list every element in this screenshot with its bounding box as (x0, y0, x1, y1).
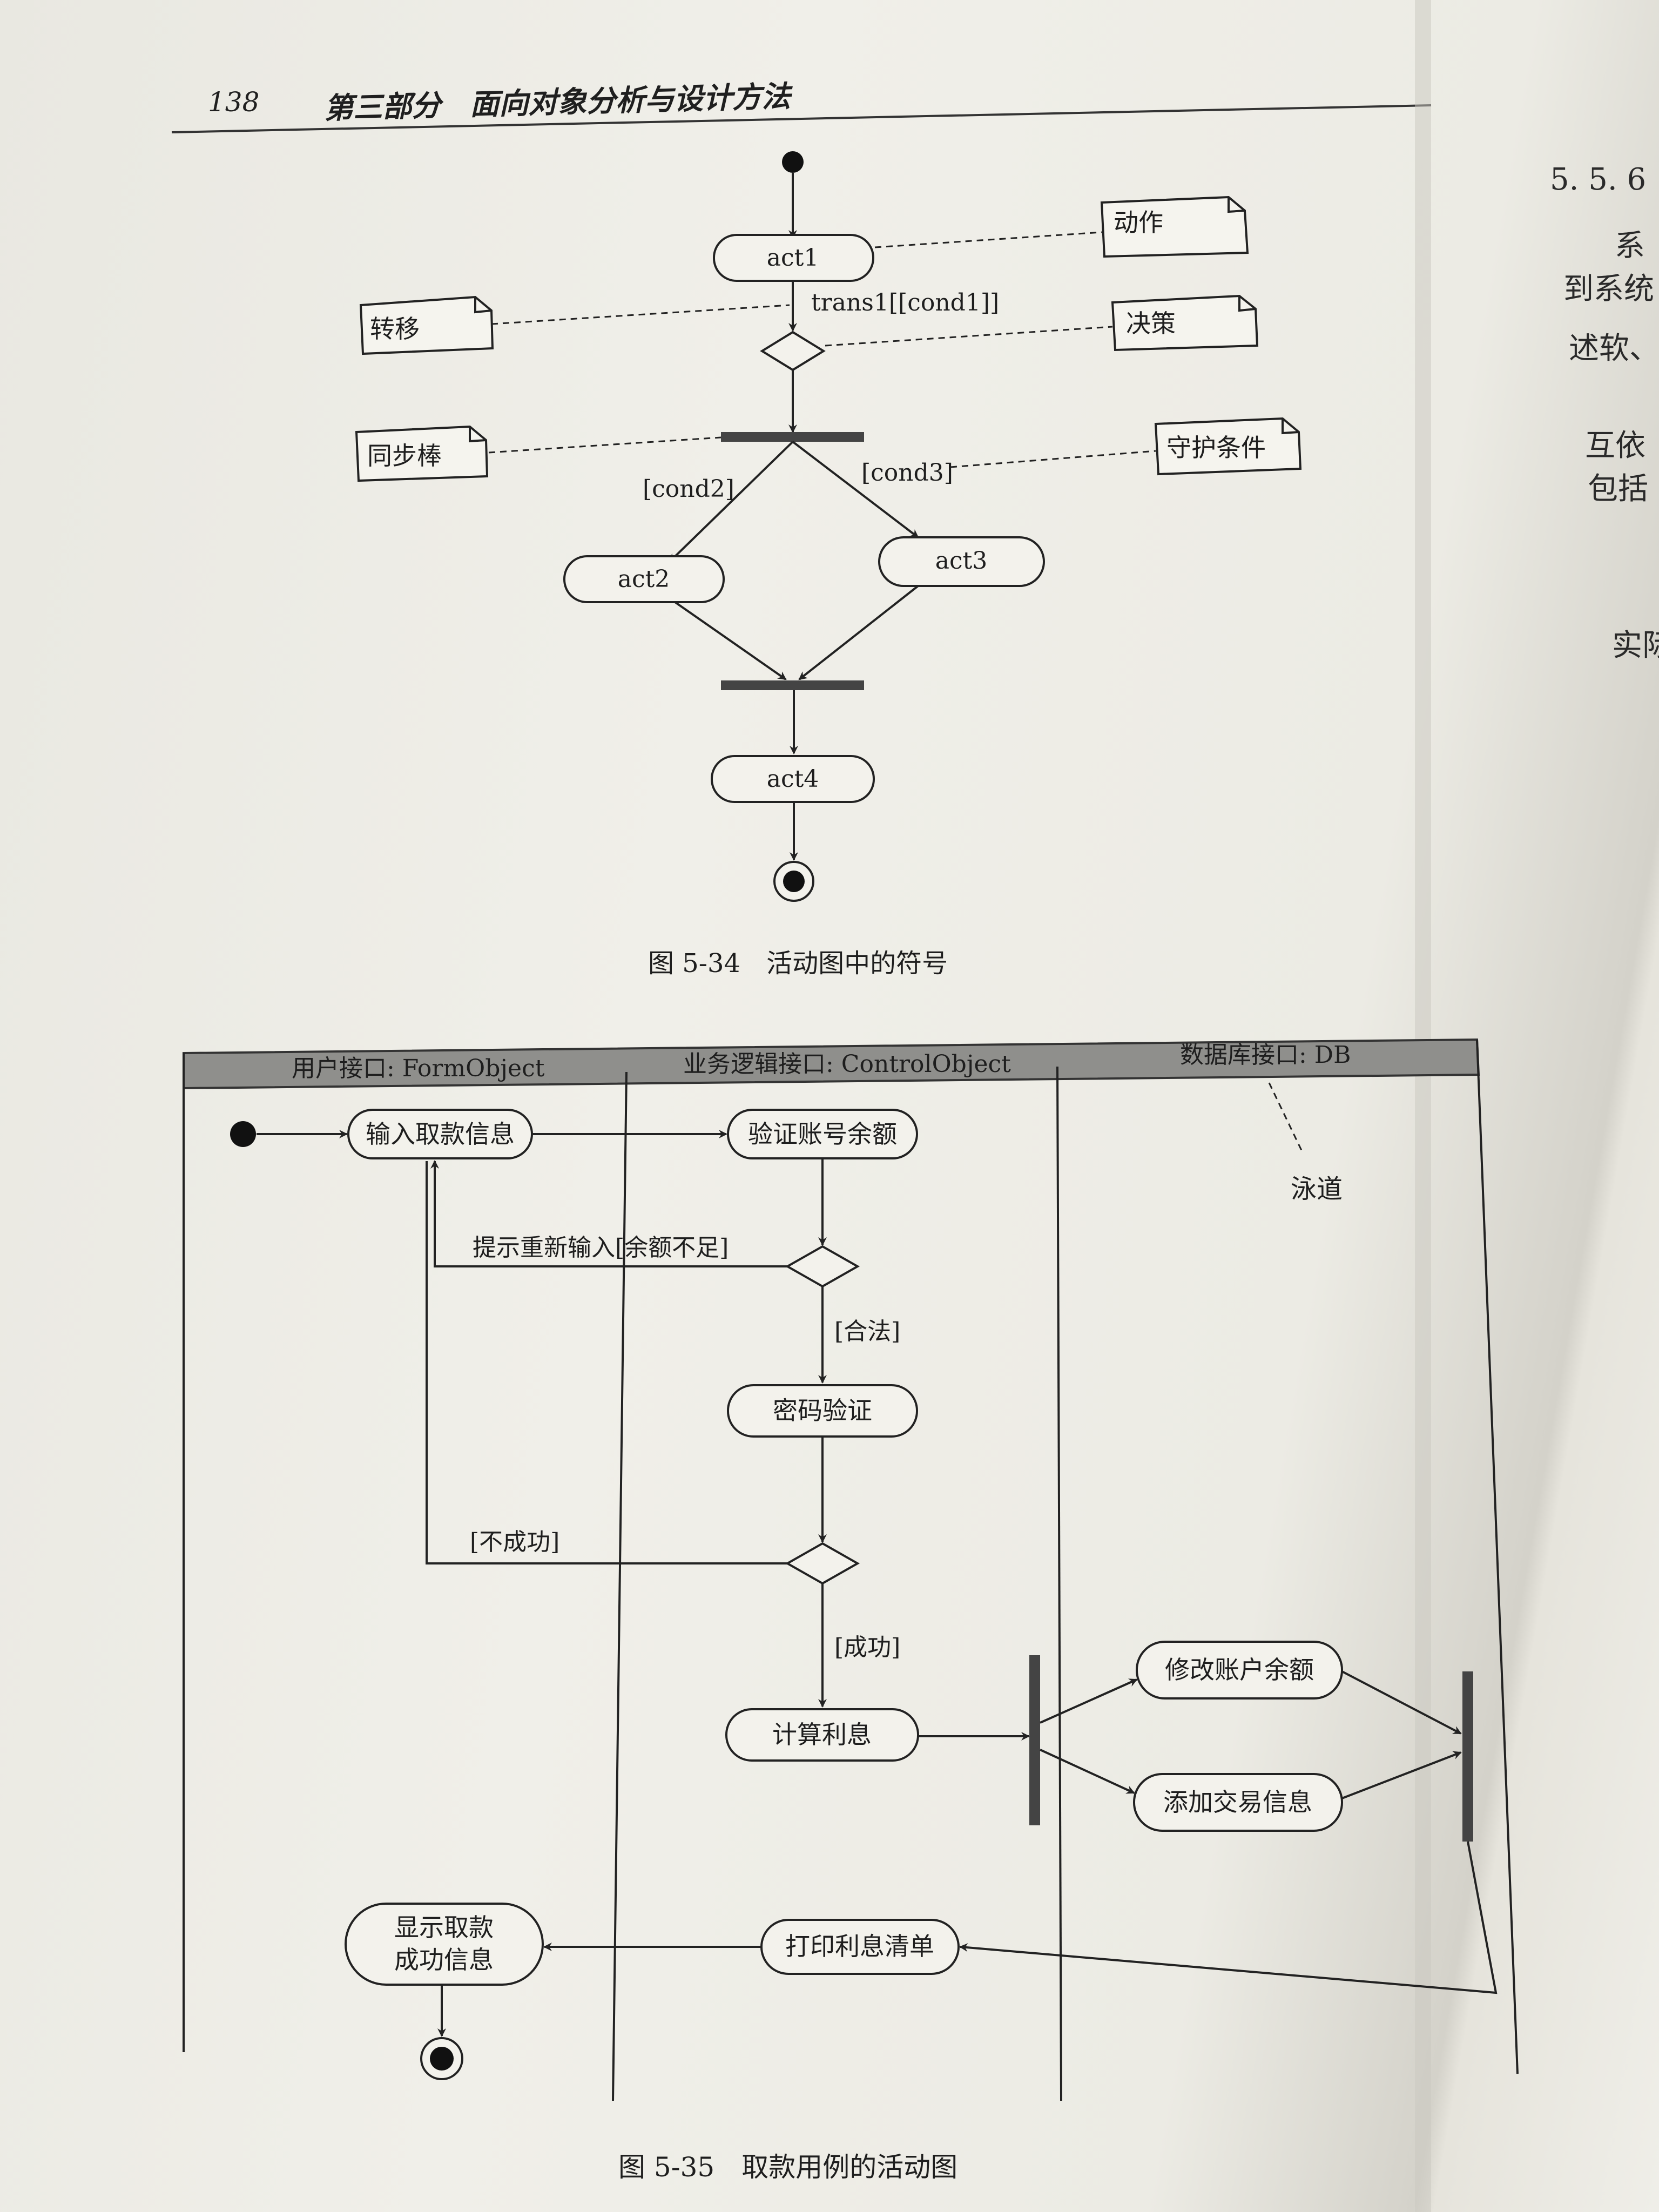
decision-diamond (760, 331, 826, 372)
label-show-success-line1: 显示取款 (394, 1913, 494, 1942)
note-transition-label: 转移 (370, 314, 420, 343)
edge-insufficient-loop (430, 1160, 787, 1267)
leader-action (874, 231, 1102, 248)
right-page-line-6: 实际 (1612, 628, 1659, 663)
leader-guard (950, 450, 1156, 468)
figure-5-34 (355, 151, 1302, 902)
leader-decision (825, 326, 1113, 347)
guard-cond2: [cond2] (643, 475, 734, 503)
note-sync-bar-box (355, 425, 489, 482)
label-show-success-line2: 成功信息 (394, 1945, 494, 1974)
label-password-verify: 密码验证 (773, 1396, 872, 1425)
label-input-info: 输入取款信息 (366, 1120, 515, 1149)
label-add-transaction: 添加交易信息 (1163, 1788, 1312, 1817)
right-page-line-3: 述软、 (1569, 331, 1659, 366)
guard-success: [成功] (834, 1634, 900, 1661)
guard-cond3: [cond3] (861, 459, 953, 487)
label-act1: act1 (767, 244, 819, 272)
activity-act3 (878, 536, 1045, 587)
decision-password (785, 1542, 860, 1585)
note-transition-box (359, 295, 494, 355)
join-bar-2 (1462, 1671, 1473, 1842)
activity-act2 (563, 555, 725, 603)
edge-join-print (959, 1841, 1498, 1994)
edge-act3-join (798, 585, 919, 680)
header-rule (171, 104, 1432, 133)
note-sync-bar-label: 同步棒 (367, 441, 442, 470)
fork-bar-2 (1029, 1655, 1040, 1825)
label-act3: act3 (935, 547, 988, 575)
edge-fork-add (1040, 1749, 1135, 1794)
label-modify-balance: 修改账户余额 (1165, 1655, 1314, 1684)
leader-transition (491, 304, 790, 325)
note-sync-bar-fold (469, 427, 487, 443)
leader-sync-bar (488, 436, 721, 454)
caption-figure-5-34: 图 5-34 活动图中的符号 (648, 948, 948, 979)
note-action-fold (1228, 197, 1245, 213)
swimlane-user-interface: 用户接口: FormObject (292, 1055, 545, 1082)
book-spine-shadow (1415, 0, 1431, 2212)
right-page-section-number: 5. 5. 6 (1550, 162, 1647, 197)
edge-act2-join (674, 601, 787, 680)
frame-right (1476, 1039, 1519, 2074)
start-node (230, 1121, 256, 1147)
leader-swimlane (1268, 1082, 1303, 1151)
note-guard-label: 守护条件 (1166, 433, 1266, 462)
activity-show-success (345, 1903, 544, 1986)
note-guard-fold (1282, 419, 1299, 435)
right-page-line-4: 互依 (1585, 428, 1645, 463)
figure-5-35 (183, 1038, 1519, 2101)
join-bar (721, 680, 864, 690)
swimlane-business-logic: 业务逻辑接口: ControlObject (683, 1050, 1011, 1078)
activity-calc-interest (725, 1708, 919, 1762)
swimlane-database: 数据库接口: DB (1180, 1041, 1351, 1069)
label-act4: act4 (767, 765, 819, 793)
activity-modify-balance (1136, 1641, 1343, 1700)
note-guard-box (1154, 417, 1302, 476)
fork-bar (721, 432, 864, 442)
label-act2: act2 (618, 565, 670, 593)
edge-add-join (1341, 1751, 1462, 1799)
edge-modify-join (1341, 1670, 1462, 1735)
final-node-2-inner (430, 2047, 454, 2071)
guard-fail: [不成功] (470, 1528, 559, 1556)
final-node-inner (783, 871, 805, 892)
edge-fork-act2 (669, 441, 794, 563)
caption-figure-5-35: 图 5-35 取款用例的活动图 (618, 2152, 957, 2183)
edge-fail-loop (426, 1161, 787, 1564)
activity-add-transaction (1133, 1773, 1343, 1832)
label-verify-balance: 验证账号余额 (748, 1120, 897, 1149)
guard-trans1: trans1[[cond1]] (811, 289, 999, 316)
right-page-line-1: 系 (1615, 228, 1645, 264)
edge-fork-act3 (792, 441, 919, 538)
note-action-label: 动作 (1114, 208, 1163, 237)
guard-legal: [合法] (834, 1318, 900, 1345)
lane-separator-2 (1056, 1066, 1062, 2101)
label-print-list: 打印利息清单 (785, 1932, 934, 1961)
edge-fork-modify (1040, 1678, 1138, 1724)
lane-separator-1 (612, 1071, 628, 2101)
note-decision-box (1111, 294, 1259, 352)
note-decision-label: 决策 (1126, 309, 1176, 338)
note-transition-fold (474, 297, 492, 314)
page-number: 138 (208, 86, 260, 118)
right-page-line-5: 包括 (1588, 471, 1648, 507)
note-decision-fold (1238, 296, 1256, 312)
guard-reinput: 提示重新输入[余额不足] (473, 1234, 729, 1262)
swimlane-note-label: 泳道 (1291, 1174, 1343, 1204)
note-action-box (1100, 195, 1249, 258)
label-calc-interest: 计算利息 (772, 1720, 872, 1749)
initial-node (782, 151, 804, 173)
decision-balance (785, 1245, 860, 1288)
right-page-line-2: 到系统 (1563, 272, 1654, 307)
